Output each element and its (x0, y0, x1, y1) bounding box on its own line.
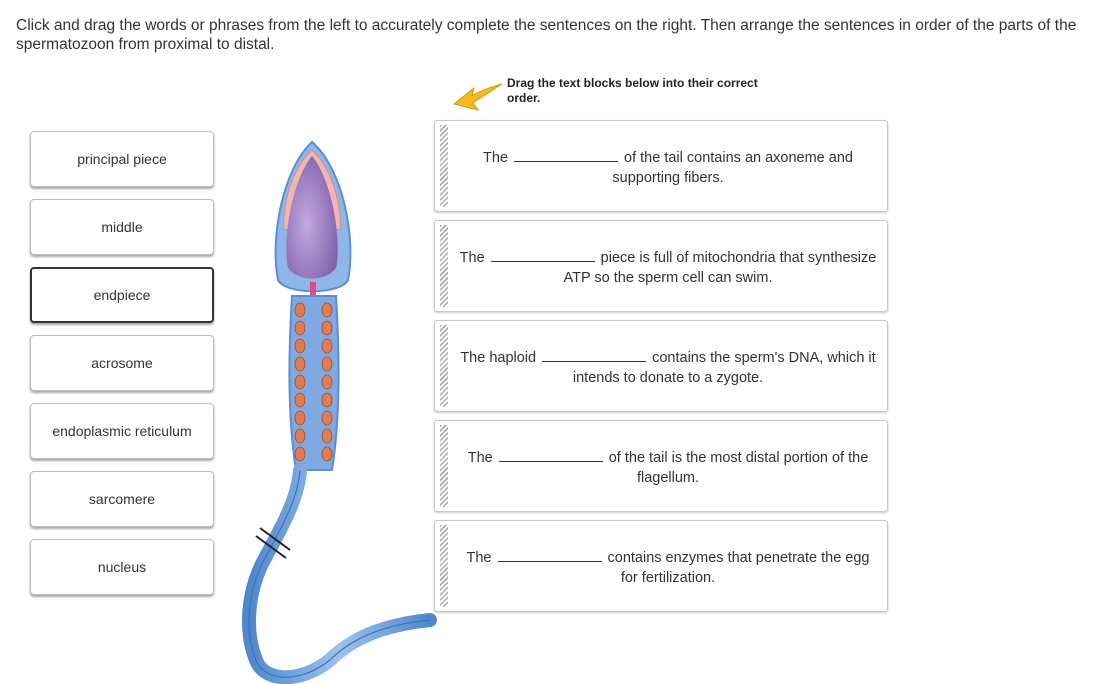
sentence-text: The haploid contains the sperm's DNA, whi… (459, 347, 877, 388)
sentence-lead: The haploid (460, 350, 537, 366)
spermatozoon-illustration (242, 140, 437, 684)
sentence-tail: piece is full of mitochondria that synth… (563, 250, 877, 286)
drop-blank[interactable] (490, 247, 595, 262)
drop-blank[interactable] (514, 147, 619, 162)
word-tile-middle[interactable]: middle (30, 199, 214, 255)
word-tile-acrosome[interactable]: acrosome (30, 335, 214, 391)
arrow-left-icon (452, 83, 503, 111)
word-tile-nucleus[interactable]: nucleus (30, 539, 214, 595)
sentence-block[interactable]: The haploid contains the sperm's DNA, whi… (434, 320, 888, 412)
instructions-text: Click and drag the words or phrases from… (16, 17, 1077, 53)
drop-blank[interactable] (497, 547, 602, 562)
drag-handle-icon[interactable] (440, 525, 448, 607)
sentence-tail: contains enzymes that penetrate the egg … (607, 550, 870, 586)
word-tile-label: acrosome (91, 355, 153, 371)
sentence-block[interactable]: The of the tail contains an axoneme and s… (434, 120, 888, 212)
word-tile-label: endpiece (93, 287, 151, 303)
sentence-block[interactable]: The contains enzymes that penetrate the e… (434, 520, 888, 612)
sentence-block[interactable]: The of the tail is the most distal portio… (434, 420, 888, 512)
sentence-text: The of the tail contains an axoneme and s… (459, 147, 877, 188)
word-tile-label: middle (101, 219, 143, 235)
word-tile-label: principal piece (77, 151, 167, 167)
word-tile-sarcomere[interactable]: sarcomere (30, 471, 214, 527)
sentence-lead: The (467, 450, 493, 466)
sentence-text: The of the tail is the most distal portio… (459, 447, 877, 488)
sentence-text: The contains enzymes that penetrate the e… (459, 547, 877, 588)
drag-hint-text: Drag the text blocks below into their co… (507, 76, 758, 105)
sentence-tail: of the tail contains an axoneme and supp… (612, 150, 853, 186)
drag-handle-icon[interactable] (440, 125, 448, 207)
word-tile-label: endoplasmic reticulum (52, 423, 192, 439)
drag-handle-icon[interactable] (440, 325, 448, 407)
sentence-tail: contains the sperm's DNA, which it inten… (572, 350, 876, 386)
sentence-block[interactable]: The piece is full of mitochondria that sy… (434, 220, 888, 312)
sentence-tail: of the tail is the most distal portion o… (608, 450, 869, 486)
drop-blank[interactable] (498, 447, 603, 462)
drag-handle-icon[interactable] (440, 425, 448, 507)
word-tile-endoplasmic-reticulum[interactable]: endoplasmic reticulum (30, 403, 214, 459)
word-tile-principal-piece[interactable]: principal piece (30, 131, 214, 187)
sentence-text: The piece is full of mitochondria that sy… (459, 247, 877, 288)
sentence-lead: The (466, 550, 492, 566)
word-tile-endpiece[interactable]: endpiece (30, 267, 214, 323)
word-tile-label: sarcomere (88, 491, 156, 507)
sentence-lead: The (483, 150, 509, 166)
word-tile-label: nucleus (97, 559, 147, 575)
sentence-lead: The (459, 250, 485, 266)
drag-handle-icon[interactable] (440, 225, 448, 307)
drop-blank[interactable] (542, 347, 647, 362)
